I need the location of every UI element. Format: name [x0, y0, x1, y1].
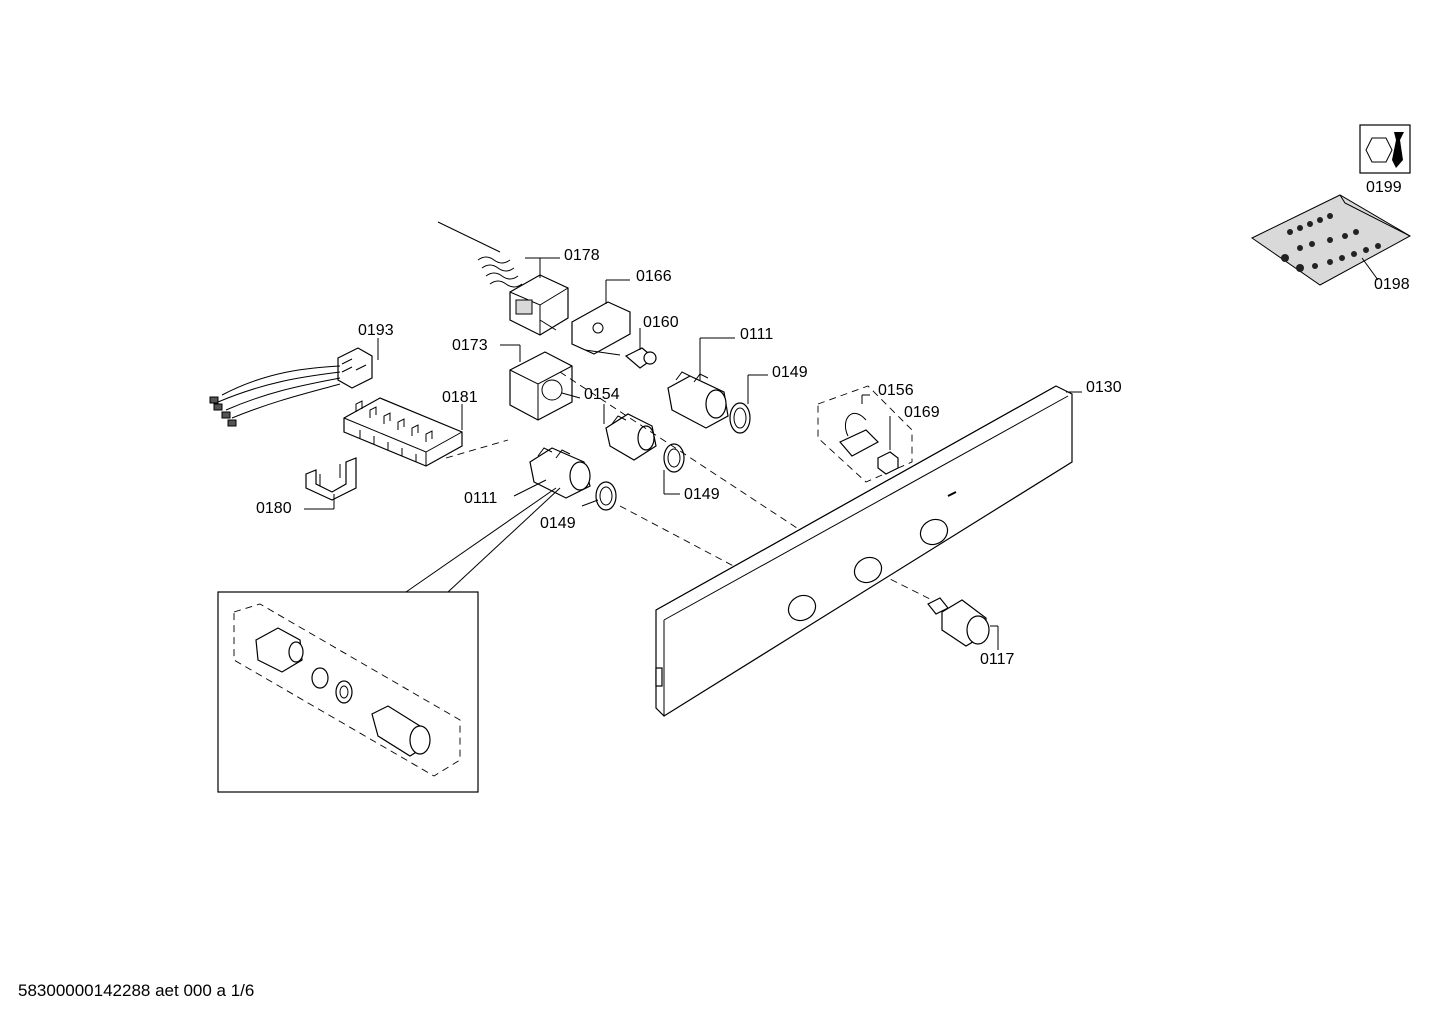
label-0180: 0180	[256, 500, 292, 517]
terminal-block-0181[interactable]	[343, 397, 463, 467]
label-0173: 0173	[452, 337, 488, 354]
selector-switch-0111-lower[interactable]	[513, 447, 591, 499]
label-0130: 0130	[1086, 379, 1122, 396]
connector-0169[interactable]	[877, 416, 899, 475]
lamp-holder-0160[interactable]	[624, 328, 657, 369]
lamp-board-0156[interactable]	[817, 385, 913, 483]
bracket-0166[interactable]	[571, 279, 631, 356]
wire-harness-0193[interactable]	[209, 338, 379, 427]
ring-0149-middle[interactable]	[663, 443, 685, 495]
tool-kit-icon[interactable]	[1359, 124, 1411, 174]
label-0149-upper: 0149	[772, 364, 808, 381]
control-panel-0130[interactable]	[655, 385, 1082, 717]
label-0169: 0169	[904, 404, 940, 421]
label-0181: 0181	[442, 389, 478, 406]
label-0149-lower: 0149	[540, 515, 576, 532]
label-0166: 0166	[636, 268, 672, 285]
detail-inset	[217, 487, 561, 793]
regulator-0173[interactable]	[500, 344, 581, 421]
label-0178: 0178	[564, 247, 600, 264]
label-0156: 0156	[878, 382, 914, 399]
selector-switch-0111-upper[interactable]	[667, 337, 735, 429]
ring-0149-lower[interactable]	[581, 481, 617, 511]
document-id: 58300000142288 aet 000 a 1/6	[18, 981, 255, 1000]
label-0199: 0199	[1366, 179, 1402, 196]
switch-0154[interactable]	[603, 404, 657, 461]
ring-0149-upper[interactable]	[729, 374, 768, 434]
label-0111-upper: 0111	[740, 326, 773, 343]
knob-0117[interactable]	[927, 597, 999, 650]
label-0160: 0160	[643, 314, 679, 331]
clip-bracket-0180[interactable]	[304, 457, 357, 510]
label-0149-middle: 0149	[684, 486, 720, 503]
label-0193: 0193	[358, 322, 394, 339]
label-0117: 0117	[980, 651, 1015, 668]
label-0154: 0154	[584, 386, 620, 403]
thermostat-0178[interactable]	[437, 221, 569, 336]
label-0198: 0198	[1374, 276, 1410, 293]
screw-bag-icon[interactable]	[1251, 194, 1412, 286]
label-0111-lower: 0111	[464, 490, 497, 507]
